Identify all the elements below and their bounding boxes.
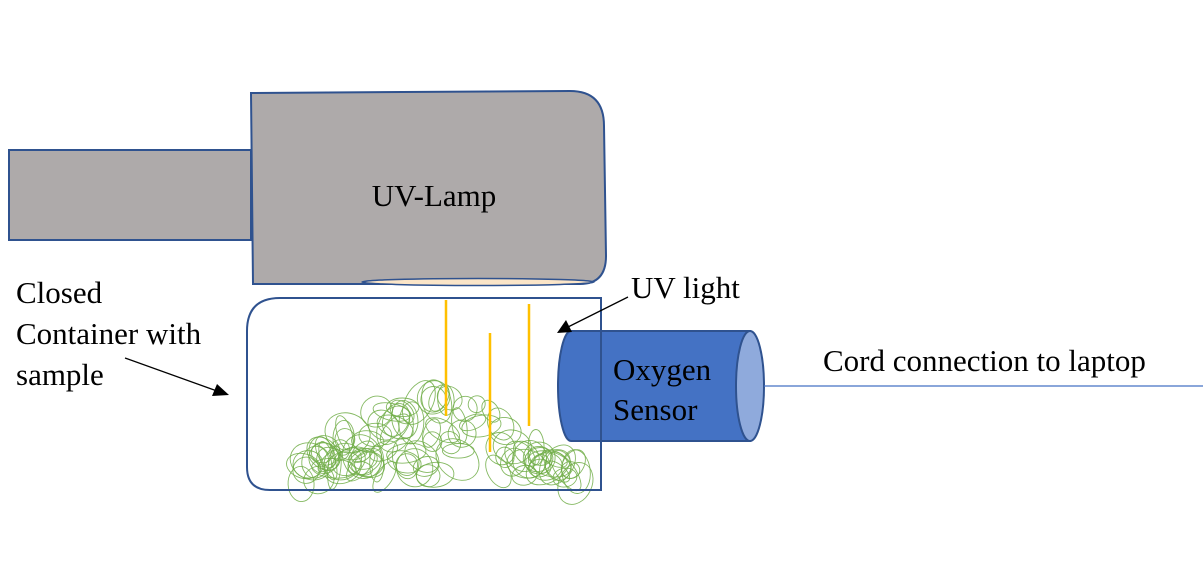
oxygen-sensor-label-line2: Sensor: [613, 392, 698, 427]
sample-strand: [332, 419, 355, 456]
sample-strand: [527, 445, 553, 466]
sample-strand: [301, 445, 330, 479]
sample-strand: [451, 407, 468, 444]
sample-strand: [492, 429, 532, 465]
sample-strand: [287, 465, 315, 503]
sample-strand: [538, 444, 576, 486]
sample-strand: [308, 442, 340, 475]
sample-strand: [560, 461, 581, 479]
sample-strand: [395, 448, 434, 488]
uv-light-arrow: [557, 296, 629, 333]
oxygen-sensor-end: [735, 330, 765, 442]
sample-strand: [467, 395, 486, 414]
uv-light-rays: [444, 300, 531, 452]
sample-strand: [332, 447, 366, 477]
sample-strand: [439, 431, 462, 455]
container-arrow: [124, 357, 229, 396]
sample-strand: [372, 402, 411, 422]
sample-strand: [292, 450, 324, 479]
oxygen-sensor: [557, 330, 765, 442]
sample-strand: [422, 418, 441, 448]
closed-container-label-line3: sample: [16, 357, 104, 392]
sample-strand: [522, 441, 556, 475]
sample-strand: [435, 438, 480, 481]
sample-strand: [292, 456, 320, 484]
sample-strand: [412, 456, 440, 477]
sample-strand: [376, 414, 414, 440]
sample-strand: [447, 419, 477, 448]
sample-strand: [561, 449, 586, 479]
sample-strand: [389, 399, 415, 425]
sample-strand: [323, 442, 363, 481]
sample-strand: [528, 458, 552, 478]
sample-strand: [379, 413, 411, 446]
uv-lamp-label: UV-Lamp: [372, 178, 497, 213]
sample-strand: [529, 452, 563, 481]
sample-strand: [500, 447, 527, 477]
sample-strand: [504, 440, 536, 473]
sample-strand: [323, 451, 362, 485]
sample-strand: [511, 464, 538, 486]
sample-strand: [513, 440, 540, 467]
sample-strand: [485, 431, 516, 466]
sample-strand: [303, 465, 335, 495]
sample-strand: [372, 461, 397, 493]
sample-strand: [386, 442, 427, 464]
oxygen-sensor-body: [557, 330, 751, 442]
sample-strand: [552, 467, 578, 488]
sample-strand: [404, 440, 440, 473]
closed-container: [246, 297, 602, 491]
sample-strand: [527, 429, 545, 466]
sample-strand: [425, 417, 460, 444]
sample-strand: [358, 422, 393, 448]
oxygen-sensor-label-line1: Oxygen: [613, 352, 712, 387]
sample-scribbles: [286, 379, 594, 505]
sample-strand: [561, 449, 591, 494]
sample-strand: [346, 449, 376, 482]
sample-strand: [506, 448, 546, 479]
sample-strand: [398, 401, 425, 445]
uv-lamp-lens: [361, 277, 595, 287]
sample-strand: [452, 395, 478, 422]
sample-strand: [385, 397, 420, 418]
sample-strand: [415, 461, 455, 488]
sample-strand: [421, 379, 453, 424]
uv-light-label: UV light: [631, 270, 740, 305]
sample-strand: [354, 451, 385, 478]
closed-container-label-line2: Container with: [16, 316, 202, 351]
cord-connection-label: Cord connection to laptop: [823, 343, 1146, 378]
uv-lamp-handle: [8, 149, 252, 241]
sample-strand: [314, 436, 336, 469]
sample-strand: [416, 380, 451, 415]
closed-container-label-line1: Closed: [16, 275, 103, 310]
sample-strand: [347, 447, 383, 476]
sample-strand: [386, 450, 422, 474]
sample-strand: [286, 452, 322, 480]
sample-strand: [334, 428, 356, 451]
sample-strand: [351, 430, 385, 453]
sample-strand: [350, 440, 375, 463]
sample-strand: [329, 439, 351, 462]
